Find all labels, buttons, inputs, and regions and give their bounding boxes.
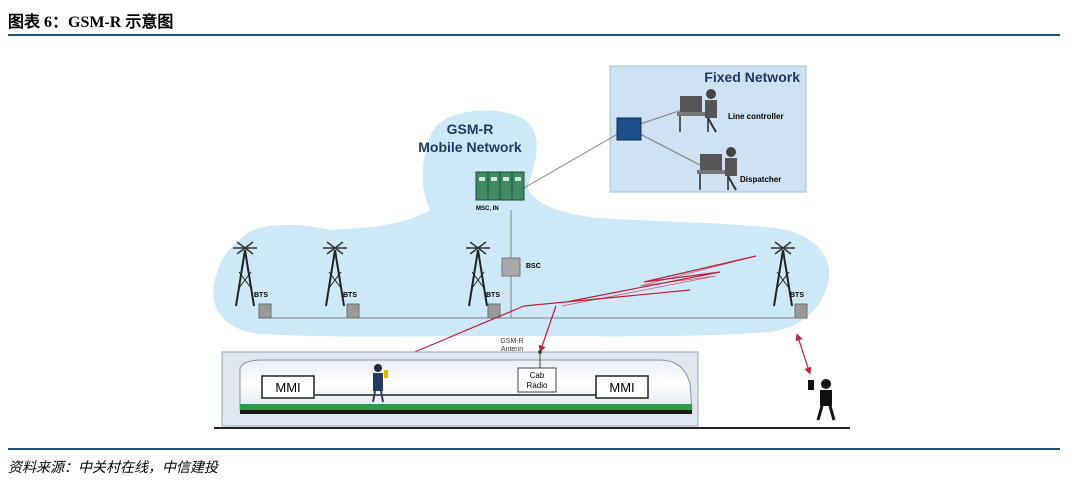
bts-label: BTS bbox=[790, 292, 804, 299]
antenna-label-line2: Antenn bbox=[501, 346, 523, 353]
radio-link-to-pedestrian bbox=[795, 333, 812, 375]
bsc-label: BSC bbox=[526, 263, 541, 270]
radio-link-to-antenna bbox=[538, 305, 557, 353]
trackside-worker-icon bbox=[808, 379, 836, 421]
bts-tower-icon bbox=[771, 241, 808, 319]
bts-label: BTS bbox=[343, 292, 357, 299]
bts-tower-icon bbox=[323, 241, 360, 319]
line-controller-label: Line controller bbox=[728, 112, 784, 121]
bts-tower-icon bbox=[233, 241, 272, 319]
mmi-left-label: MMI bbox=[275, 380, 300, 395]
dispatcher-label: Dispatcher bbox=[740, 175, 781, 184]
mmi-right-label: MMI bbox=[609, 380, 634, 395]
top-divider bbox=[8, 34, 1060, 36]
bts-tower-icon bbox=[466, 241, 501, 319]
switch-to-line-controller-link bbox=[639, 109, 683, 125]
msc-server-icon bbox=[475, 171, 525, 201]
bottom-divider bbox=[8, 448, 1060, 450]
fixed-network-label: Fixed Network bbox=[704, 69, 800, 85]
radio-zigzag-link bbox=[561, 255, 757, 307]
antenna-label-line1: GSM-R bbox=[500, 338, 523, 345]
radio-zigzag-link bbox=[523, 255, 757, 307]
mobile-network-cloud bbox=[213, 110, 830, 337]
train-cab bbox=[214, 350, 850, 429]
mobile-network-label-line1: GSM-R bbox=[447, 121, 494, 137]
bts-label: BTS bbox=[486, 292, 500, 299]
cab-radio-label-line2: Radio bbox=[527, 381, 548, 390]
msc-label: MSC, IN bbox=[476, 206, 499, 212]
fixed-network-switch bbox=[616, 117, 642, 141]
switch-to-dispatcher-link bbox=[639, 133, 701, 166]
bsc-unit-icon bbox=[501, 257, 521, 277]
figure-title: 图表 6：GSM-R 示意图 bbox=[8, 14, 174, 31]
source-note: 资料来源：中关村在线，中信建投 bbox=[8, 461, 218, 476]
line-controller-workstation-icon bbox=[677, 89, 717, 133]
mobile-network-label-line2: Mobile Network bbox=[418, 139, 522, 155]
cab-radio-label-line1: Cab bbox=[530, 371, 545, 380]
msc-to-fixed-link bbox=[523, 127, 629, 189]
dispatcher-workstation-icon bbox=[697, 147, 737, 191]
handheld-user-icon bbox=[372, 364, 388, 403]
bts-label: BTS bbox=[254, 292, 268, 299]
